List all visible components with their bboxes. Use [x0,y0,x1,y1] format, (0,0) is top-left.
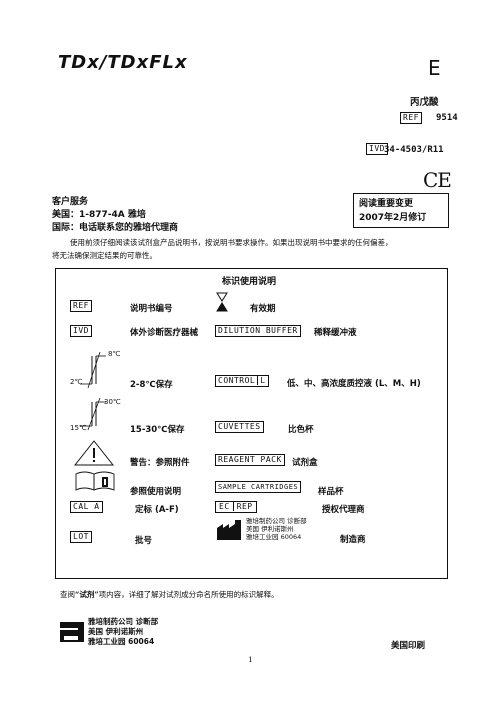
rep-symbol-text: REP [232,502,256,511]
customer-service-usa: 美国：1-877-4A 雅培 [52,210,146,220]
temperature-15-30-icon [80,398,106,431]
cuvettes-label: 比色杯 [288,425,314,435]
page-number: 1 [248,655,253,664]
temp-high-30: 30℃ [104,398,121,406]
ivd-symbol: IVD [70,325,92,337]
dilution-buffer-symbol: DILUTION BUFFER [215,325,301,337]
expiry-label: 有效期 [250,304,276,314]
footer-company: 雅培制药公司 诊断部 美国 伊利诺斯州 雅培工业园 60064 [88,617,158,647]
abbott-logo [60,622,84,642]
footer-note-post: 项内容，详细了解对试剂成分命名所使用的标识解释。 [98,590,279,599]
footer-company-3: 雅培工业园 60064 [88,637,155,646]
footer-company-1: 雅培制药公司 诊断部 [88,617,159,626]
footer-note-emph: “试剂” [75,590,99,599]
temperature-2-8-icon [80,351,106,389]
manufacturer-label: 制造商 [340,535,366,545]
notice-line-2: 2007年2月修订 [359,213,427,223]
ivd-number: 34-4503/R11 [384,145,444,155]
control-symbol-text: CONTROL [218,376,256,385]
printed-in-usa: 美国印刷 [391,641,426,651]
lot-symbol: LOT [70,531,92,543]
store-15-30-label: 15-30℃保存 [130,425,185,435]
temp-low-2: 2℃ [70,378,83,386]
footer-note-pre: 查阅 [60,590,75,599]
calibrator-symbol: CAL A [70,501,103,513]
tdx-logo: TDx/TDxFLx [58,52,188,73]
intro-paragraph: 使用前须仔细阅读该试剂盒产品说明书，按说明书要求操作。如果出现说明书中要求的任何… [52,236,452,262]
store-2-8-label: 2-8℃保存 [130,380,173,390]
footer-company-2: 美国 伊利诺斯州 [88,627,144,636]
product-name: 丙戊酸 [410,97,439,108]
ref-symbol: REF [70,300,92,312]
ivd-label: 体外诊断医疗器械 [130,328,199,338]
customer-service-title: 客户服务 [52,197,89,207]
manufacturer-icon [217,520,241,540]
temp-high-8: 8℃ [108,350,121,358]
sample-cartridges-label: 样品杯 [318,487,344,497]
reagent-pack-label: 试剂盒 [292,458,318,468]
sample-cartridges-symbol: SAMPLE CARTRIDGES [215,481,302,493]
warning-label: 警告：参照附件 [130,458,190,468]
hourglass-icon [216,292,228,312]
symbols-table [55,268,448,579]
symbols-table-title: 标识使用说明 [222,277,277,287]
ref-symbol-header: REF [400,112,422,124]
language-letter: E [428,56,441,80]
intro-line-1: 使用前须仔细阅读该试剂盒产品说明书，按说明书要求操作。如果出现说明书中要求的任何… [70,238,393,247]
dilution-buffer-label: 稀释缓冲液 [314,328,357,338]
manufacturer-address: 雅培制药公司 诊断部 美国 伊利诺斯州 雅培工业园 60064 [246,517,307,541]
footer-note: 查阅“试剂”项内容，详细了解对试剂成分命名所使用的标识解释。 [60,589,279,600]
ec-symbol-text: EC [219,502,230,511]
cuvettes-symbol: CUVETTES [215,421,264,433]
manufacturer-address-1: 雅培制药公司 诊断部 [246,517,307,525]
intro-line-2: 将无法确保测定结果的可靠性。 [52,251,157,260]
consult-label: 参照使用说明 [130,487,182,497]
manufacturer-address-2: 美国 伊利诺斯州 [246,525,294,533]
temp-low-15: 15℃ [70,424,87,432]
consult-instructions-icon [75,471,115,491]
control-label: 低、中、高浓度质控液 (L、M、H) [287,379,421,389]
customer-service-intl: 国际：电话联系您的雅培代理商 [52,223,179,233]
ref-number: 9514 [436,113,458,123]
manufacturer-address-3: 雅培工业园 60064 [246,533,302,541]
ivd-symbol-header: IVD [366,143,388,155]
revision-notice: 阅读重要变更 2007年2月修订 [353,193,449,228]
ref-label: 说明书编号 [130,304,173,314]
customer-service: 客户服务 美国：1-877-4A 雅培 国际：电话联系您的雅培代理商 [52,196,178,235]
reagent-pack-symbol: REAGENT PACK [215,454,285,466]
warning-icon [74,440,114,466]
calibrator-label: 定标 (A-F) [135,505,179,515]
notice-line-1: 阅读重要变更 [359,199,414,209]
control-symbol-suffix: L [257,376,268,385]
ce-mark: CE [423,168,452,192]
lot-label: 批号 [135,536,153,546]
ec-rep-label: 授权代理商 [322,505,365,515]
